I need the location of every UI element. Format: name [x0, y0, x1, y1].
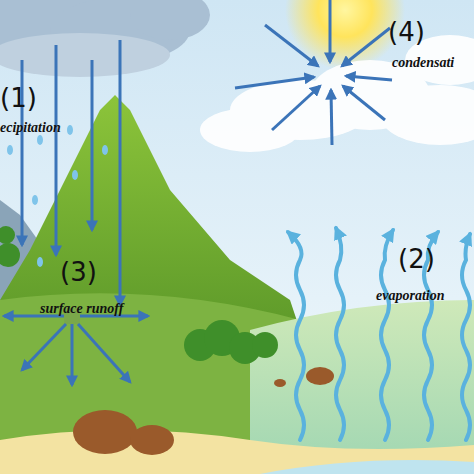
sea-water [260, 460, 474, 474]
cloud-part [0, 33, 170, 77]
wavy-arrow [336, 228, 344, 440]
process-label: surface runoff [40, 301, 123, 316]
arrow [346, 76, 392, 80]
drop [32, 195, 38, 205]
bush [0, 243, 20, 267]
beach-sand [0, 430, 474, 474]
rock [73, 410, 137, 454]
arrow [331, 90, 332, 145]
bush [252, 332, 278, 358]
process-label: evaporation [376, 288, 444, 303]
callout-number: (1) [0, 84, 37, 113]
rock [306, 367, 334, 385]
arrow [22, 324, 66, 370]
arrow [272, 86, 320, 130]
rock [274, 379, 286, 387]
drop [102, 145, 108, 155]
ground [0, 293, 474, 474]
arrow [235, 77, 314, 88]
bush [0, 226, 15, 244]
arrow [119, 40, 122, 305]
bushes [0, 226, 278, 364]
drop [37, 135, 43, 145]
arrow [55, 45, 58, 255]
callout-number: (2) [398, 245, 435, 274]
rocks [73, 367, 334, 455]
drop [37, 257, 43, 267]
precipitation-arrows [22, 40, 120, 305]
rain-cloud [0, 0, 210, 77]
arrow [91, 60, 94, 230]
sun [285, 0, 405, 70]
cloud-part [380, 85, 474, 145]
arrow [71, 324, 74, 385]
green-hill [0, 95, 300, 330]
arrow [342, 28, 390, 66]
callout-number: (4) [388, 18, 425, 47]
runoff-arrows [4, 316, 148, 385]
white-cloud [200, 35, 474, 152]
drop [72, 170, 78, 180]
arrow [329, 0, 332, 62]
process-label: ecipitation [0, 120, 61, 135]
wavy-arrow [381, 230, 393, 440]
drop [7, 145, 13, 155]
wavy-arrow [462, 234, 470, 440]
callout-number: (3) [60, 258, 97, 287]
arrow [265, 25, 318, 66]
evaporation-arrows [288, 228, 470, 440]
cloud-part [130, 0, 210, 40]
arrow [343, 86, 385, 120]
drop [67, 125, 73, 135]
arrow [78, 324, 130, 382]
wavy-arrow [288, 232, 304, 440]
rock [130, 425, 174, 455]
condensation-arrows [235, 0, 392, 145]
cloud-part [200, 108, 300, 152]
process-label: condensati [392, 55, 454, 70]
